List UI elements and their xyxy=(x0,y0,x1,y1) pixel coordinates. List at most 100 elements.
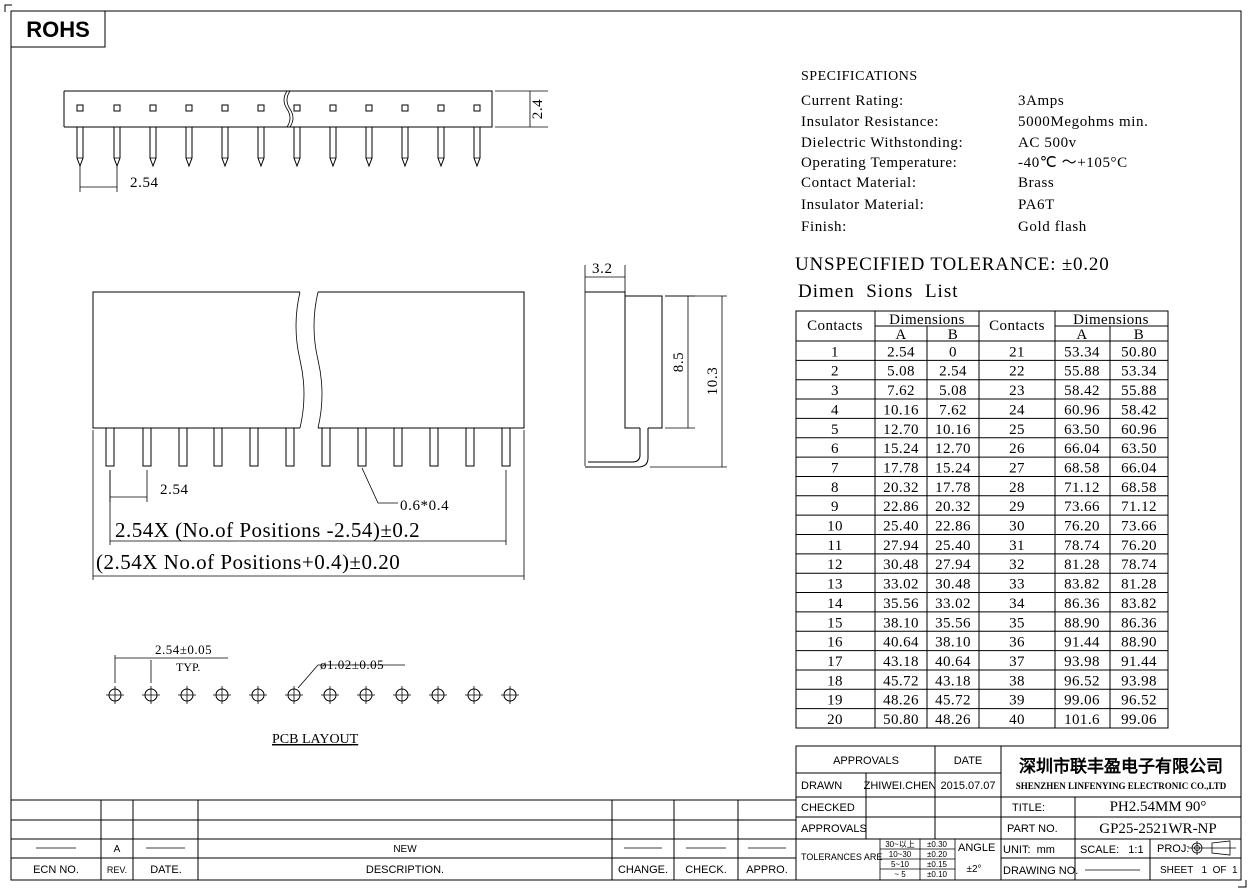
spec-label: Insulator Material: xyxy=(801,197,924,213)
table-cell: 101.6 xyxy=(1064,712,1100,728)
drawn-by: ZHIWEI.CHEN xyxy=(864,780,937,792)
table-cell: 26 xyxy=(1009,441,1025,457)
pcb-hole xyxy=(106,686,124,704)
table-cell: 12 xyxy=(827,557,843,573)
header-a: A xyxy=(895,327,906,343)
table-cell: 33.02 xyxy=(883,577,919,593)
table-cell: 71.12 xyxy=(1064,480,1100,496)
table-cell: 73.66 xyxy=(1064,499,1100,515)
header-b-2: B xyxy=(1134,327,1144,343)
table-cell: 45.72 xyxy=(935,693,971,709)
spec-value: PA6T xyxy=(1018,197,1055,213)
sheet-label: SHEET 1 OF 1 xyxy=(1160,865,1238,876)
table-cell: 86.36 xyxy=(1121,615,1157,631)
table-cell: 40.64 xyxy=(935,654,971,670)
revision-description: NEW xyxy=(393,844,417,855)
table-cell: 55.88 xyxy=(1064,364,1100,380)
tolerance-range: 5~10 xyxy=(891,860,910,869)
revision-header: CHANGE. xyxy=(618,864,668,876)
approvals-header: APPROVALS xyxy=(833,755,899,767)
front-view-pin xyxy=(142,427,152,467)
top-view-pin xyxy=(401,104,409,168)
revision-header: DATE. xyxy=(150,864,182,876)
approvals-label: APPROVALS xyxy=(801,823,867,835)
front-view-pin xyxy=(465,427,475,467)
table-cell: 6 xyxy=(831,441,839,457)
table-cell: 30 xyxy=(1009,519,1025,535)
table-cell: 35 xyxy=(1009,615,1025,631)
top-view-pin xyxy=(473,104,481,168)
angle-tolerance: ±2° xyxy=(966,864,981,875)
top-view: 2.54 2.4 xyxy=(63,90,548,192)
table-cell: 66.04 xyxy=(1064,441,1100,457)
table-cell: 8 xyxy=(831,480,839,496)
date-header: DATE xyxy=(954,755,983,767)
proj-label: PROJ: xyxy=(1157,843,1189,855)
table-cell: 27.94 xyxy=(935,557,971,573)
table-cell: 68.58 xyxy=(1121,480,1157,496)
table-cell: 38 xyxy=(1009,673,1025,689)
table-cell: 60.96 xyxy=(1064,402,1100,418)
table-cell: 43.18 xyxy=(883,654,919,670)
dimension-list-title: Dimen Sions List xyxy=(798,281,959,302)
table-cell: 35.56 xyxy=(883,596,919,612)
table-cell: 48.26 xyxy=(883,693,919,709)
front-view-pin xyxy=(393,427,403,467)
spec-value: Brass xyxy=(1018,175,1054,191)
spec-value: 3Amps xyxy=(1018,93,1064,109)
top-view-pin xyxy=(76,104,84,168)
total-height-dim: 10.3 xyxy=(705,367,721,396)
table-cell: 34 xyxy=(1009,596,1025,612)
tolerances-label: TOLERANCES ARE xyxy=(801,852,882,862)
table-cell: 66.04 xyxy=(1121,460,1157,476)
typ-label: TYP. xyxy=(176,660,200,674)
pcb-layout: 2.54±0.05 TYP. ø1.02±0.05 PCB LAYOUT xyxy=(106,642,519,747)
table-cell: 48.26 xyxy=(935,712,971,728)
break-line xyxy=(283,90,294,128)
dim-b-formula: (2.54X No.of Positions+0.4)±0.20 xyxy=(96,550,400,574)
checked-label: CHECKED xyxy=(801,802,855,814)
top-view-pin xyxy=(329,104,337,168)
front-view-pin xyxy=(249,427,259,467)
svg-text:ROHS: ROHS xyxy=(26,17,90,42)
table-cell: 12.70 xyxy=(935,441,971,457)
table-cell: 22.86 xyxy=(935,519,971,535)
revision-header: ECN NO. xyxy=(33,864,79,876)
table-cell: 20.32 xyxy=(935,499,971,515)
table-cell: 99.06 xyxy=(1121,712,1157,728)
spec-value: Gold flash xyxy=(1018,219,1087,235)
table-cell: 40 xyxy=(1009,712,1025,728)
revision-letter: A xyxy=(114,844,121,855)
pcb-hole xyxy=(429,686,447,704)
table-cell: 68.58 xyxy=(1064,460,1100,476)
front-view-pin xyxy=(321,427,331,467)
table-cell: 81.28 xyxy=(1121,577,1157,593)
table-cell: 38.10 xyxy=(935,635,971,651)
table-cell: 22 xyxy=(1009,364,1025,380)
scale-label: SCALE: 1:1 xyxy=(1080,844,1144,856)
part-no-label: PART NO. xyxy=(1007,823,1058,835)
revision-header: APPRO. xyxy=(746,864,788,876)
revision-table: A NEW ECN NO.REV.DATE.DESCRIPTION.CHANGE… xyxy=(11,799,796,880)
tolerance-value: ±0.30 xyxy=(927,840,948,849)
tolerance-range: ~ 5 xyxy=(894,870,906,879)
table-cell: 27.94 xyxy=(883,538,919,554)
table-cell: 9 xyxy=(831,499,839,515)
table-cell: 10.16 xyxy=(883,402,919,418)
table-cell: 45.72 xyxy=(883,673,919,689)
table-cell: 4 xyxy=(831,402,839,418)
table-cell: 10 xyxy=(827,519,843,535)
header-contacts-2: Contacts xyxy=(989,318,1045,334)
table-cell: 73.66 xyxy=(1121,519,1157,535)
table-cell: 88.90 xyxy=(1121,635,1157,651)
top-view-pin xyxy=(293,104,301,168)
table-cell: 22.86 xyxy=(883,499,919,515)
front-view-pin xyxy=(285,427,295,467)
